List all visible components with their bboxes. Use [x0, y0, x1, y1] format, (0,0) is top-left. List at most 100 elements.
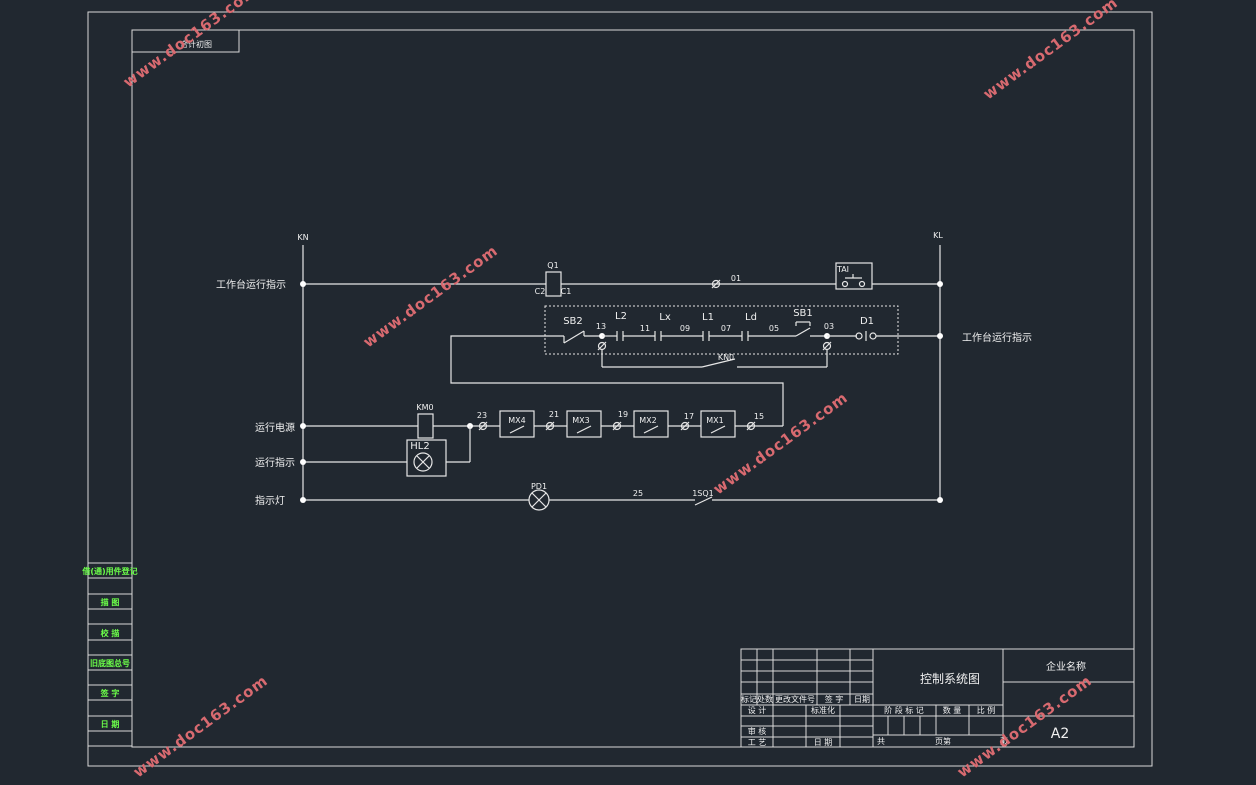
side-panel-label: 旧底图总号 — [90, 658, 130, 668]
sq1-label: 1SQ1 — [692, 489, 714, 498]
c2-label: C2 — [535, 287, 546, 296]
left-label-run: 运行指示 — [255, 456, 295, 469]
wire-number: 21 — [549, 410, 559, 419]
tb-header: 标记 — [741, 694, 757, 704]
wire-number: 17 — [684, 412, 694, 421]
wire-number: 23 — [477, 411, 487, 420]
wire-number: 09 — [680, 324, 690, 333]
mx4-label: MX4 — [508, 416, 525, 425]
node-dot — [300, 281, 306, 287]
lx-label: Lx — [659, 312, 671, 323]
node-dot — [300, 497, 306, 503]
side-panel-label: 校 描 — [101, 628, 120, 638]
drawing-title: 控制系统图 — [920, 672, 980, 686]
wire-number: 07 — [721, 324, 731, 333]
tb-process: 工 艺 — [748, 738, 767, 747]
right-label-row2: 工作台运行指示 — [962, 331, 1032, 344]
watermark: www.doc163.com — [130, 671, 272, 781]
terminal-icon — [612, 421, 622, 431]
node-dot — [300, 459, 306, 465]
terminal-icon — [478, 421, 488, 431]
sb2-label: SB2 — [563, 316, 583, 327]
left-label-row1: 工作台运行指示 — [216, 278, 286, 291]
pd1-label: PD1 — [531, 482, 547, 491]
wire-number: 11 — [640, 324, 650, 333]
terminal-icon — [545, 421, 555, 431]
sheet-size: A2 — [1051, 726, 1069, 742]
wire-number: 01 — [731, 274, 741, 283]
node-dot — [300, 423, 306, 429]
corner-tag: 合计初图 — [180, 39, 212, 49]
hl2-box — [406, 439, 447, 477]
side-panel: 借(通)用件登记 描 图 校 描 旧底图总号 签 字 日 期 — [81, 562, 138, 747]
l1-label: L1 — [702, 312, 714, 323]
side-panel-label: 日 期 — [101, 719, 120, 729]
tb-date: 日 期 — [814, 738, 833, 747]
tb-header: 处数 — [757, 694, 773, 704]
tb-total: 共 — [877, 737, 885, 746]
tb-page: 页第 — [935, 736, 951, 746]
wire-number: 25 — [633, 489, 643, 498]
node-dot — [937, 497, 943, 503]
control-box — [544, 305, 899, 355]
terminal-icon — [746, 421, 756, 431]
node-dot — [937, 333, 943, 339]
terminal-icon — [711, 279, 721, 289]
wire-number: 05 — [769, 324, 779, 333]
mx4-box — [499, 410, 535, 438]
ld-label: Ld — [745, 312, 757, 323]
watermark: www.doc163.com — [710, 388, 852, 498]
rail-right-label: KL — [933, 231, 943, 240]
node-dot — [937, 281, 943, 287]
km0-label: KM0 — [416, 403, 433, 412]
corner-tag-box — [131, 29, 240, 53]
mx2-box — [633, 410, 669, 438]
tb-stage: 数 量 — [943, 705, 962, 715]
inner-frame — [131, 29, 1135, 748]
l2-label: L2 — [615, 311, 627, 322]
tai-label: TAI — [836, 265, 849, 274]
left-label-motor: 运行电源 — [255, 421, 295, 434]
watermark: www.doc163.com — [980, 0, 1122, 103]
tb-page-end: 页 — [1000, 737, 1008, 746]
terminal-icon — [822, 341, 832, 351]
mx3-label: MX3 — [572, 416, 589, 425]
lamp-icon — [528, 489, 550, 511]
wire-number: 19 — [618, 410, 628, 419]
tb-stage: 阶 段 标 记 — [884, 705, 924, 715]
watermark: www.doc163.com — [360, 241, 502, 351]
q1-label: Q1 — [547, 261, 558, 270]
terminal-icon — [680, 421, 690, 431]
circuit: KN KL Q1 C2 C1 01 TAI 工作台运行指示 工作台运行指示 SB… — [216, 231, 1032, 511]
mx1-label: MX1 — [706, 416, 723, 425]
side-panel-label: 签 字 — [100, 688, 120, 698]
d1-label: D1 — [860, 316, 874, 327]
left-label-lamp: 指示灯 — [255, 494, 285, 507]
tb-standard: 标准化 — [811, 705, 835, 715]
q1-breaker — [545, 271, 562, 297]
outer-frame — [87, 11, 1153, 767]
watermark: www.doc163.com — [120, 0, 262, 91]
tb-header: 更改文件号 — [775, 694, 815, 704]
mx1-box — [700, 410, 736, 438]
tb-header: 日期 — [854, 695, 870, 704]
watermark: www.doc163.com — [954, 671, 1096, 781]
sb1-label: SB1 — [793, 308, 813, 319]
tai-relay — [835, 262, 873, 290]
terminal-icon — [597, 341, 607, 351]
rail-left-label: KN — [297, 233, 308, 242]
mx3-box — [566, 410, 602, 438]
side-panel-label: 借(通)用件登记 — [81, 566, 137, 576]
tb-review: 审 核 — [748, 726, 767, 736]
hl2-label: HL2 — [410, 441, 429, 452]
wire-number: 15 — [754, 412, 764, 421]
company-name: 企业名称 — [1046, 660, 1086, 673]
tb-stage: 比 例 — [977, 705, 996, 715]
lamp-icon — [413, 452, 433, 472]
wire-number: 13 — [596, 322, 606, 331]
km0-coil — [417, 413, 434, 439]
kn0-label: KN0 — [718, 353, 734, 362]
tb-header: 签 字 — [825, 694, 844, 704]
mx2-label: MX2 — [639, 416, 656, 425]
